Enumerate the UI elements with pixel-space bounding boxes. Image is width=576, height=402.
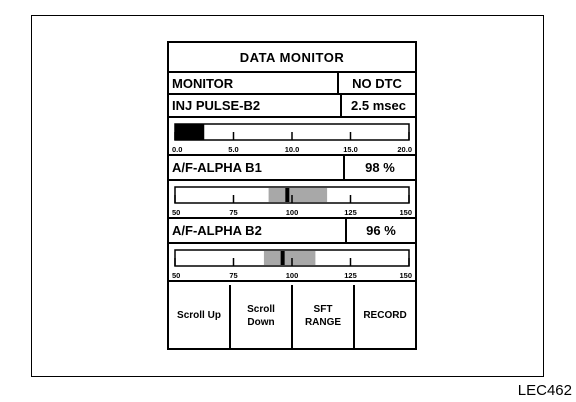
tick-label: 50 (172, 208, 180, 217)
monitor-label: MONITOR (169, 73, 339, 93)
af-alpha-b1-scale: 50 75 100 125 150 (169, 181, 415, 219)
af-alpha-b1-row[interactable]: A/F-ALPHA B1 98 % (169, 156, 415, 181)
af-alpha-b2-row[interactable]: A/F-ALPHA B2 96 % (169, 219, 415, 244)
tick-label: 125 (344, 208, 357, 217)
inj-pulse-scale: 0.0 5.0 10.0 15.0 20.0 (169, 118, 415, 156)
tick-label: 5.0 (228, 145, 238, 154)
af-alpha-b2-level-marker (280, 251, 285, 265)
af-alpha-b2-range-band (263, 251, 316, 265)
af-alpha-b1-range-band (268, 188, 328, 202)
screen-title: DATA MONITOR (169, 43, 415, 73)
scroll-down-button[interactable]: Scroll Down (231, 285, 293, 348)
figure-frame (31, 15, 544, 377)
monitor-status-row: MONITOR NO DTC (169, 73, 415, 95)
tick-label: 20.0 (397, 145, 412, 154)
tick-label: 150 (399, 271, 412, 280)
af-alpha-b2-scale: 50 75 100 125 150 (169, 244, 415, 282)
scroll-up-button[interactable]: Scroll Up (169, 285, 231, 348)
af-alpha-b1-level-marker (285, 188, 290, 202)
inj-pulse-row[interactable]: INJ PULSE-B2 2.5 msec (169, 95, 415, 118)
af-alpha-b1-label: A/F-ALPHA B1 (169, 156, 345, 179)
dtc-status: NO DTC (352, 75, 402, 91)
data-monitor-screen: DATA MONITOR MONITOR NO DTC INJ PULSE-B2… (167, 41, 417, 350)
af-alpha-b2-value: 96 % (366, 223, 396, 238)
tick-label: 150 (399, 208, 412, 217)
af-alpha-b2-label: A/F-ALPHA B2 (169, 219, 347, 242)
tick-label: 10.0 (285, 145, 300, 154)
tick-label: 125 (344, 271, 357, 280)
record-button[interactable]: RECORD (363, 310, 407, 322)
tick-label: 75 (229, 208, 237, 217)
inj-pulse-value: 2.5 msec (351, 98, 406, 113)
softkey-bar: Scroll Up Scroll Down SFT RANGE RECORD (169, 285, 415, 348)
tick-label: 100 (286, 271, 299, 280)
sft-range-button[interactable]: SFT RANGE (293, 285, 355, 348)
tick-label: 50 (172, 271, 180, 280)
tick-label: 100 (286, 208, 299, 217)
inj-pulse-level-bar (175, 124, 205, 140)
af-alpha-b1-value: 98 % (365, 160, 395, 175)
inj-pulse-label: INJ PULSE-B2 (169, 95, 342, 116)
tick-label: 75 (229, 271, 237, 280)
tick-label: 0.0 (172, 145, 182, 154)
tick-label: 15.0 (343, 145, 358, 154)
figure-code: LEC462 (517, 382, 572, 399)
